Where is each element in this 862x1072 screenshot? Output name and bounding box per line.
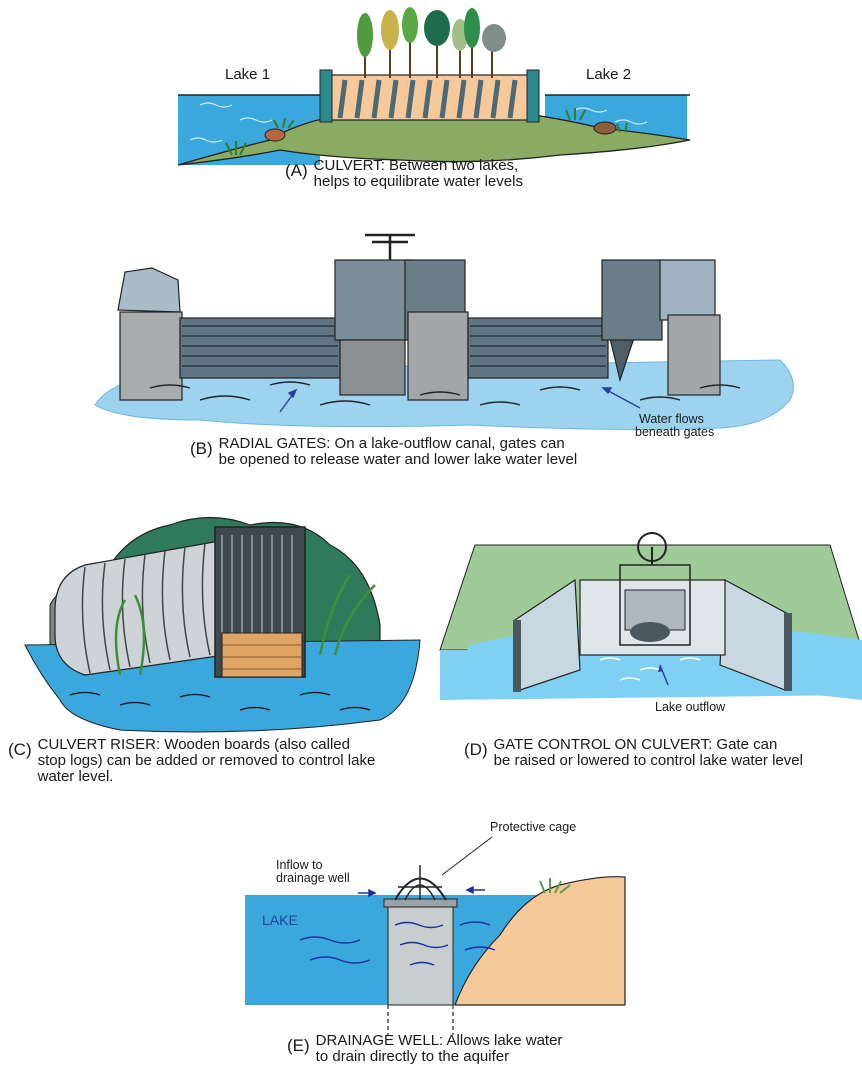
caption-b-line-2: be opened to release water and lower lak… [219, 452, 578, 468]
lake-2-label: Lake 2 [586, 67, 631, 83]
panel-b-radial-gates: Water flows beneath gates (B) RADIAL GAT… [0, 220, 862, 480]
caption-b-letter: (B) [190, 440, 213, 458]
caption-e-letter: (E) [287, 1037, 310, 1055]
panel-a-culvert: Lake 1 Lake 2 (A) CULVERT: Between two l… [0, 0, 862, 200]
water-flows-line-2: beneath gates [635, 426, 714, 439]
caption-b-line-1: RADIAL GATES: On a lake-outflow canal, g… [219, 436, 578, 452]
panel-d-gate-control: Lake outflow (D) GATE CONTROL ON CULVERT… [440, 525, 862, 785]
caption-d-line-2: be raised or lowered to control lake wat… [494, 753, 803, 769]
caption-a-letter: (A) [285, 162, 308, 180]
caption-c-line-2: stop logs) can be added or removed to co… [38, 753, 376, 769]
caption-e-line-1: DRAINAGE WELL: Allows lake water [316, 1033, 563, 1049]
caption-a-line-2: helps to equilibrate water levels [314, 174, 523, 190]
panel-c-culvert-riser: (C) CULVERT RISER: Wooden boards (also c… [0, 505, 430, 795]
panel-e-drainage-well: Protective cage Inflow to drainage well … [0, 815, 862, 1072]
caption-c-letter: (C) [8, 741, 32, 759]
lake-label: LAKE [262, 912, 298, 928]
caption-c-line-3: water level. [38, 769, 376, 785]
protective-cage-label: Protective cage [490, 821, 576, 834]
caption-c-line-1: CULVERT RISER: Wooden boards (also calle… [38, 737, 376, 753]
gate-control-illustration [440, 525, 862, 725]
caption-c: (C) CULVERT RISER: Wooden boards (also c… [8, 737, 375, 785]
lake-outflow-note: Lake outflow [655, 701, 725, 714]
caption-b: (B) RADIAL GATES: On a lake-outflow cana… [190, 436, 577, 468]
inflow-line-2: drainage well [276, 872, 350, 885]
caption-d-line-1: GATE CONTROL ON CULVERT: Gate can [494, 737, 803, 753]
caption-e: (E) DRAINAGE WELL: Allows lake water to … [287, 1033, 562, 1065]
caption-a-line-1: CULVERT: Between two lakes, [314, 158, 523, 174]
water-flows-note: Water flows beneath gates [635, 413, 714, 439]
inflow-label: Inflow to drainage well [276, 859, 350, 885]
culvert-riser-illustration [0, 505, 430, 735]
caption-d: (D) GATE CONTROL ON CULVERT: Gate can be… [464, 737, 803, 769]
caption-d-letter: (D) [464, 741, 488, 759]
caption-e-line-2: to drain directly to the aquifer [316, 1049, 563, 1065]
lake-1-label: Lake 1 [225, 67, 270, 83]
caption-a: (A) CULVERT: Between two lakes, helps to… [285, 158, 523, 190]
